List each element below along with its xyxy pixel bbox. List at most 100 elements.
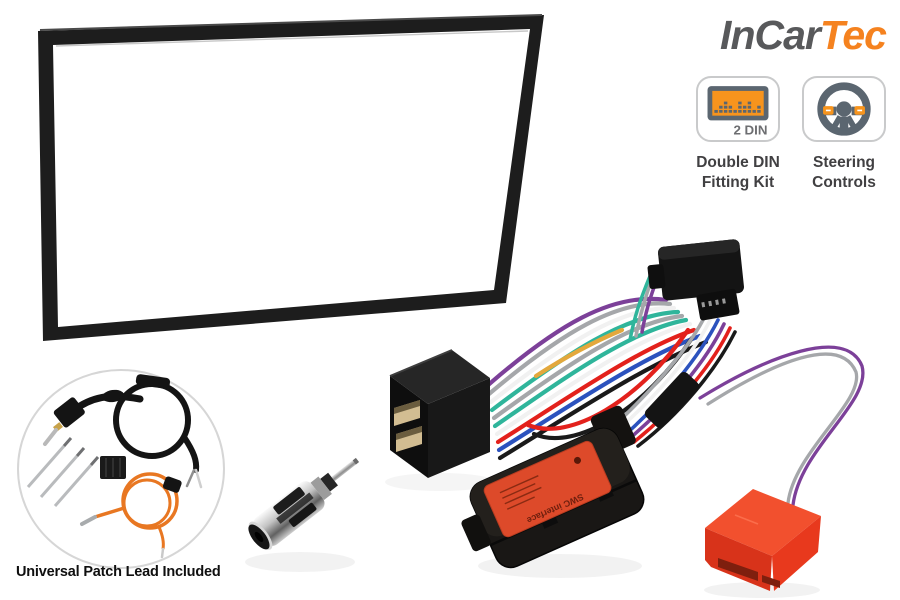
wire-gray xyxy=(491,313,685,421)
orange-tip xyxy=(160,547,165,559)
red-connector-slot xyxy=(718,558,758,581)
antenna-adapter xyxy=(248,457,360,550)
connector-block-ridges xyxy=(105,458,121,477)
patch-pin xyxy=(53,464,93,507)
jack-body xyxy=(53,397,85,428)
patch-pin xyxy=(39,455,79,498)
top-connector-top-face xyxy=(657,239,740,260)
coil-tail xyxy=(181,434,200,473)
red-connector-top-face xyxy=(705,489,821,556)
coil-strip-end2 xyxy=(185,468,196,488)
adapter-front-step xyxy=(310,476,332,501)
fascia-frame-body xyxy=(38,15,544,341)
mini-iso-red-connector xyxy=(705,489,821,591)
steering-label-line2: Controls xyxy=(812,173,876,191)
steering-label-line1: Steering xyxy=(812,154,875,171)
steering-wheel-icon xyxy=(817,82,871,136)
module-label xyxy=(483,440,612,538)
brand-logo-incar: InCar xyxy=(720,12,821,58)
orange-cap xyxy=(162,476,182,493)
jack-ferrule xyxy=(102,389,124,403)
patch-lead-caption: Universal Patch Lead Included xyxy=(16,564,221,580)
iso-block-edge-highlight xyxy=(389,349,453,377)
brand-logo: InCarTec xyxy=(720,12,887,59)
adapter-band xyxy=(276,492,314,524)
double-din-icon: 2 DIN xyxy=(707,86,769,138)
double-din-label-line1: Double DIN xyxy=(696,154,780,171)
patch-pin-tip xyxy=(89,456,100,466)
steering-controls-label: Steering Controls xyxy=(812,153,876,193)
brand-logo-tec: Tec xyxy=(819,12,887,58)
adapter-slot xyxy=(273,487,305,515)
sub-connector-pin xyxy=(715,299,719,306)
iso-connector-block xyxy=(389,349,490,478)
adapter-pin xyxy=(331,458,359,482)
iso-block-slot-shade xyxy=(396,426,422,440)
orange-terminal xyxy=(80,515,97,526)
badge-steering-controls: Steering Controls xyxy=(802,76,886,193)
iso-block-top-face xyxy=(390,350,490,404)
orange-loop-2 xyxy=(122,478,172,528)
red-connector-right-face xyxy=(772,516,821,591)
module-label-print xyxy=(499,475,542,510)
equalizer-bars xyxy=(714,101,761,113)
din-icon-text: 2 DIN xyxy=(733,123,767,138)
badge-double-din: 2 DIN Double DIN Fitting Kit xyxy=(696,76,780,193)
wire-white xyxy=(488,305,677,405)
wire-gray xyxy=(486,301,673,397)
coil-connector xyxy=(135,374,171,389)
patch-jack-plug xyxy=(43,389,144,446)
module-label-logo xyxy=(573,456,581,464)
adapter-pin-tip xyxy=(352,457,360,465)
adapter-collar xyxy=(320,472,338,492)
patch-connector-block xyxy=(100,456,126,479)
top-connector-step xyxy=(647,264,666,290)
coil-strip-end1 xyxy=(194,468,203,489)
shadow xyxy=(704,582,820,598)
adapter-slot xyxy=(288,502,317,527)
double-din-label-line2: Fitting Kit xyxy=(701,173,775,191)
patch-pin-tip xyxy=(62,437,73,447)
patch-pin-tip xyxy=(75,447,86,457)
module-socket-end xyxy=(461,514,491,552)
sub-connector-pin xyxy=(708,300,713,307)
shadow xyxy=(385,473,495,491)
jack-tip xyxy=(43,428,58,446)
adapter-socket-hole xyxy=(254,531,264,542)
sub-connector-pin xyxy=(701,301,706,308)
iso-block-slot-shade xyxy=(394,400,420,414)
double-din-badge-tile: 2 DIN xyxy=(696,76,780,142)
orange-tail-bottom xyxy=(157,526,165,550)
orange-tail-left xyxy=(94,506,125,519)
shadow xyxy=(245,552,355,572)
wire-teal xyxy=(628,274,652,342)
iso-connector-top xyxy=(647,239,744,321)
fascia-frame xyxy=(38,14,544,341)
wire-gray xyxy=(706,352,859,505)
patch-coiled-cable xyxy=(113,374,203,489)
wire-red xyxy=(525,327,691,431)
wire-sleeve xyxy=(644,371,700,429)
red-connector-highlight xyxy=(734,514,759,525)
fascia-frame-highlight xyxy=(39,14,543,31)
wire-teal xyxy=(492,317,689,429)
sub-connector-pin xyxy=(722,298,726,304)
patch-orange-lead xyxy=(80,472,182,559)
wire-gray xyxy=(614,312,708,426)
feature-badges: 2 DIN Double DIN Fitting Kit xyxy=(696,76,886,193)
red-connector-slot xyxy=(762,575,780,588)
patch-pin xyxy=(26,445,66,488)
wire-yellow xyxy=(533,327,625,379)
swc-interface-module: SWC interface xyxy=(461,405,645,569)
module-wires xyxy=(614,312,737,448)
wire-white xyxy=(494,321,693,437)
wire-red xyxy=(495,327,697,445)
fascia-frame-inner-sheen xyxy=(55,30,529,47)
iso-block-right-face xyxy=(428,378,490,478)
patch-lead-inset xyxy=(17,369,225,569)
double-din-label: Double DIN Fitting Kit xyxy=(696,153,780,193)
patch-pins xyxy=(26,437,100,507)
wire-purple xyxy=(698,345,865,507)
